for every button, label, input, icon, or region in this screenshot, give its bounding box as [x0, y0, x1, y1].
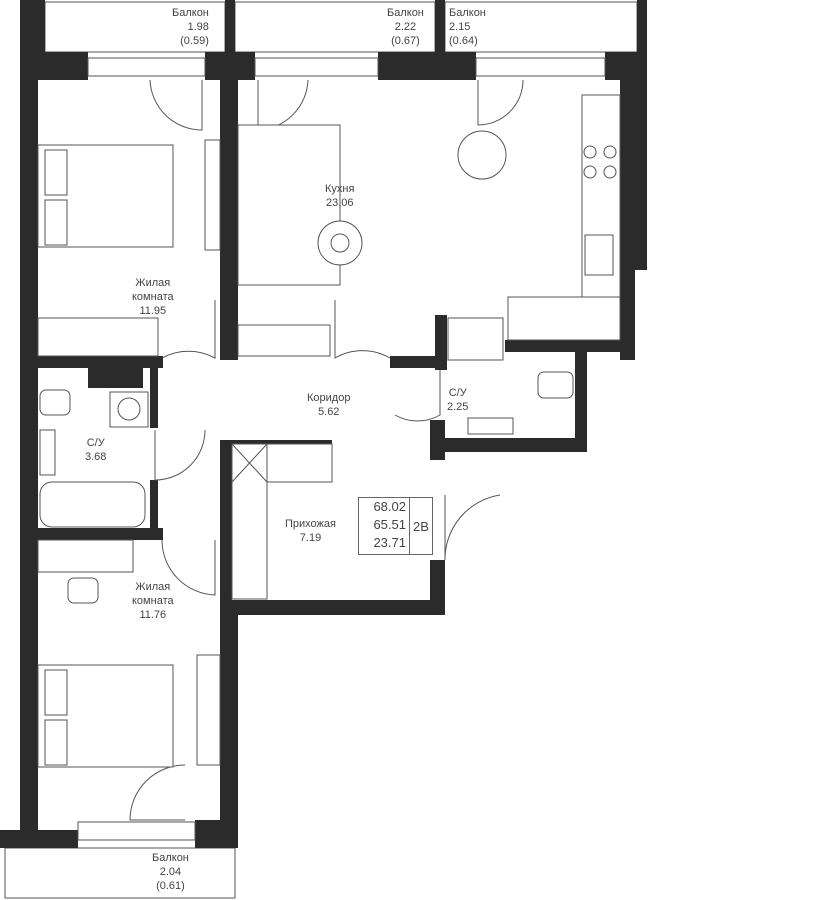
tv-1: [204, 139, 221, 251]
area-without-balconies: 65.51: [373, 517, 406, 532]
room-name: Прихожая: [285, 518, 336, 530]
room-name: С/У: [448, 387, 467, 399]
room-name: Кухня: [325, 183, 355, 195]
room-label-kitchen: Кухня 23.06: [325, 182, 354, 210]
toilet-small: [537, 371, 574, 399]
room-subarea: (0.64): [449, 35, 478, 47]
room-area: 2.25: [447, 401, 469, 413]
room-label-corridor: Коридор 5.62: [307, 391, 350, 419]
room-subarea: (0.59): [180, 35, 209, 47]
sink-large: [39, 429, 56, 476]
sofa: [237, 124, 341, 286]
room-name: комната: [132, 291, 174, 303]
windows: [77, 57, 606, 841]
room-label-balcony-3: Балкон 2.15 (0.64): [449, 6, 486, 48]
room-label-bedroom-2: Жилая комната 11.76: [132, 580, 174, 622]
desk: [37, 539, 134, 573]
room-label-balcony-4: Балкон 2.04 (0.61): [152, 851, 189, 893]
room-name: Балкон: [387, 7, 424, 19]
room-name: Балкон: [449, 7, 486, 19]
tv-2: [196, 654, 221, 766]
room-area: 1.98: [187, 21, 209, 33]
bathtub: [39, 481, 146, 528]
room-name: Жилая: [135, 581, 171, 593]
apartment-type: 2В: [413, 518, 429, 534]
room-label-bedroom-1: Жилая комната 11.95: [132, 276, 174, 318]
room-area: 11.95: [139, 305, 167, 317]
furniture: [37, 94, 621, 768]
room-name: Жилая: [135, 277, 171, 289]
room-subarea: (0.67): [391, 35, 420, 47]
room-label-bath-small: С/У 2.25: [447, 386, 468, 414]
room-area: 23.06: [325, 197, 354, 209]
room-label-bath-large: С/У 3.68: [85, 436, 106, 464]
room-label-balcony-2: Балкон 2.22 (0.67): [387, 6, 424, 48]
room-area: 2.15: [449, 21, 471, 33]
room-label-balcony-1: Балкон 1.98 (0.59): [172, 6, 209, 48]
apartment-summary: 68.02 65.51 23.71 2В: [358, 497, 433, 555]
room-name: Балкон: [172, 7, 209, 19]
room-subarea: (0.61): [156, 880, 185, 892]
living-area: 23.71: [373, 535, 406, 550]
room-area: 5.62: [318, 406, 340, 418]
walls: [0, 0, 647, 848]
dining-table: [457, 130, 507, 180]
room-name: С/У: [86, 437, 105, 449]
toilet-large: [39, 389, 71, 416]
room-area: 3.68: [85, 451, 107, 463]
kitchen-sink: [584, 234, 614, 276]
room-area: 11.76: [139, 609, 167, 621]
room-name: Коридор: [307, 392, 351, 404]
room-area: 2.22: [394, 21, 417, 33]
room-name: Балкон: [152, 852, 189, 864]
hallway-wardrobe-side: [231, 443, 268, 600]
wardrobe-1: [37, 317, 159, 357]
balcony-4-outline: [4, 847, 236, 899]
total-area: 68.02: [373, 499, 406, 514]
sink-small: [467, 417, 514, 435]
hallway-wardrobe-top: [266, 443, 333, 483]
room-area: 7.19: [299, 532, 322, 544]
wardrobe-2: [237, 324, 331, 357]
desk-chair: [67, 577, 99, 604]
room-label-hallway: Прихожая 7.19: [285, 517, 336, 545]
room-name: комната: [132, 595, 174, 607]
room-area: 2.04: [159, 866, 182, 878]
